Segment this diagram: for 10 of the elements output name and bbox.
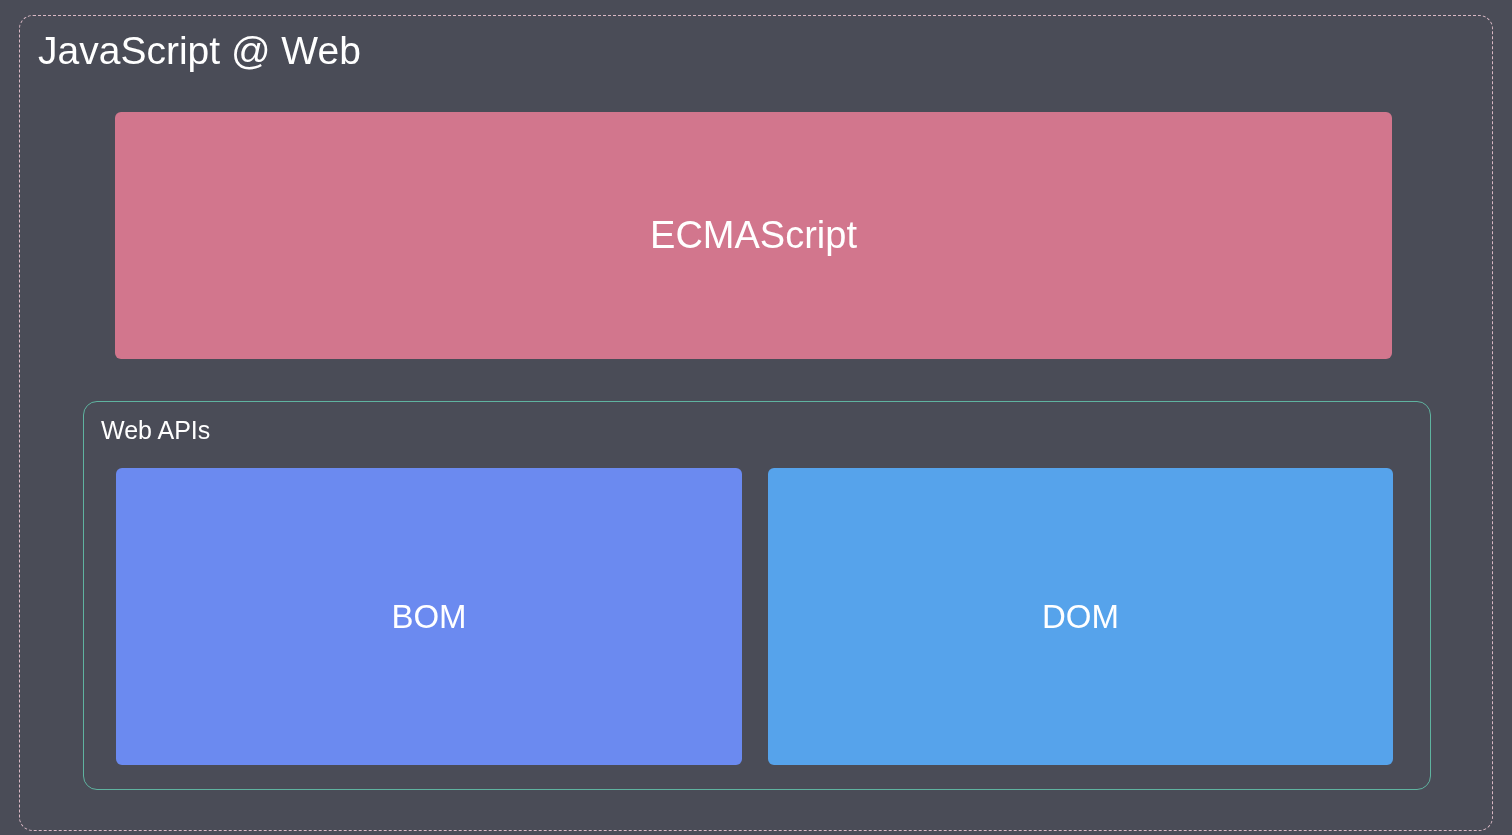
- group-title: Web APIs: [101, 416, 211, 445]
- group-panel: [83, 401, 1431, 790]
- outer-frame: [19, 15, 1493, 831]
- layer-block: [768, 468, 1393, 765]
- layer-block: [115, 112, 1392, 359]
- layer-block: [116, 468, 742, 765]
- frame-title: JavaScript @ Web: [38, 29, 361, 74]
- layer-name: ECMAScript: [650, 213, 857, 258]
- layer-name: DOM: [1042, 597, 1119, 636]
- layer-name: BOM: [391, 597, 467, 636]
